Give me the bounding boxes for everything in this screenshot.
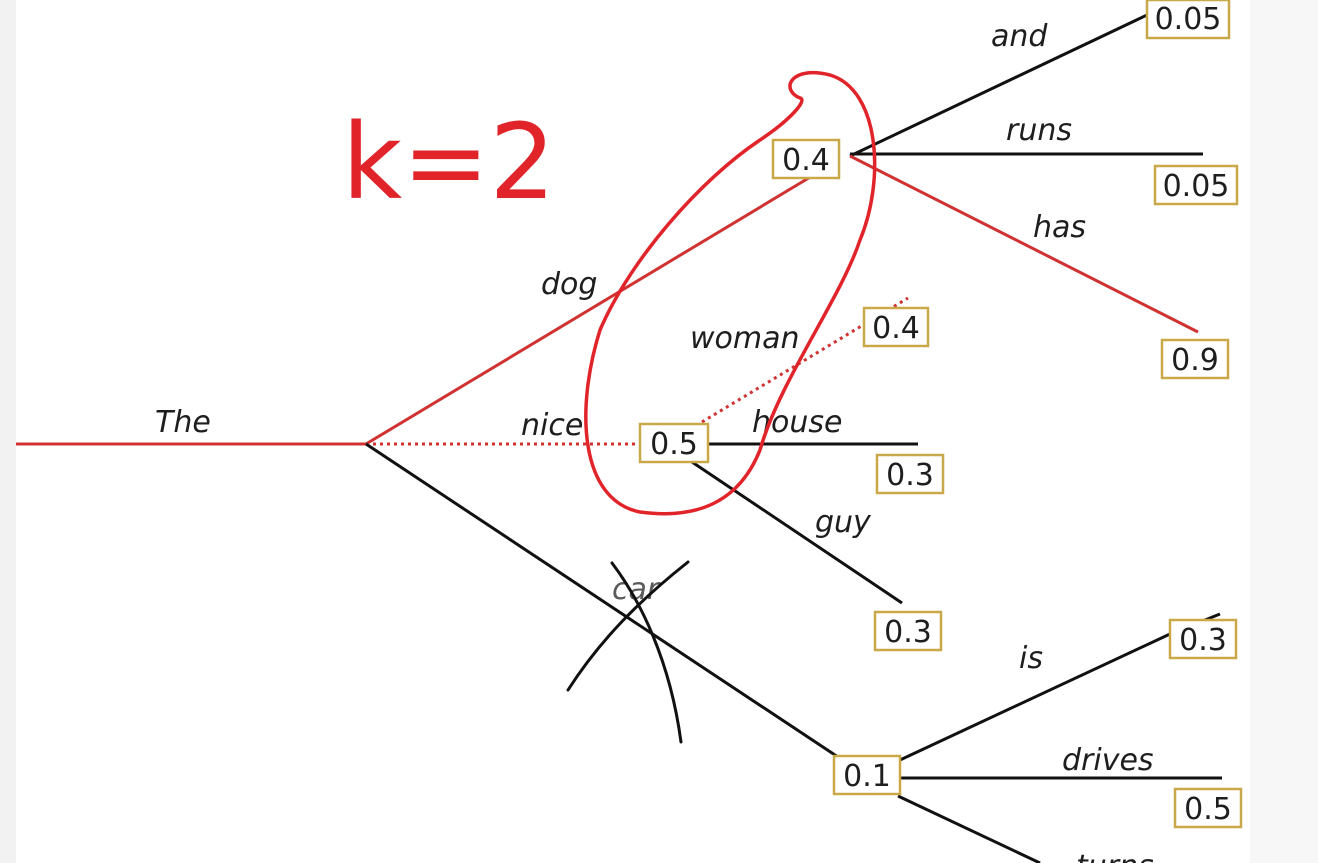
word-runs: runs: [1006, 113, 1072, 148]
word-drives: drives: [1062, 743, 1154, 778]
prob-box-dog-and: 0.05: [1145, 0, 1231, 40]
edge-nice-guy: [691, 460, 903, 605]
edge-dog-has: [849, 154, 1199, 334]
prob-box-nice-guy: 0.3: [873, 610, 943, 652]
prob-box-nice-house: 0.3: [875, 453, 945, 495]
cross-stroke-2: [610, 561, 683, 744]
prob-box-dog-has: 0.9: [1160, 338, 1230, 380]
word-nice: nice: [521, 408, 583, 443]
pruned-cross-mark: [566, 560, 690, 744]
edge-the-car: [365, 442, 839, 759]
prob-nice-guy: 0.3: [884, 615, 932, 650]
left-margin: [0, 0, 16, 863]
prob-dog-has: 0.9: [1171, 343, 1219, 378]
word-turns: turns: [1076, 849, 1154, 863]
word-has: has: [1033, 210, 1086, 245]
prob-nice: 0.5: [650, 427, 698, 462]
prob-box-dog: 0.4: [771, 138, 841, 180]
word-the: The: [155, 405, 211, 440]
word-woman: woman: [690, 321, 800, 356]
prob-dog-runs: 0.05: [1163, 169, 1230, 204]
right-margin: [1250, 0, 1318, 863]
prob-nice-house: 0.3: [886, 458, 934, 493]
prob-box-car-drives: 0.5: [1173, 787, 1243, 829]
prob-car-is: 0.3: [1179, 623, 1227, 658]
prob-box-dog-runs: 0.05: [1153, 164, 1239, 206]
edge-the-dog: [365, 174, 813, 446]
prob-box-nice-woman: 0.4: [862, 306, 930, 348]
cross-stroke-1: [566, 560, 690, 692]
word-is: is: [1019, 641, 1043, 676]
edge-car-is: [899, 632, 1171, 762]
edge-dog-and: [849, 13, 1148, 158]
word-dog: dog: [541, 267, 597, 302]
word-guy: guy: [815, 505, 872, 540]
prob-box-car-is: 0.3: [1168, 618, 1238, 660]
word-and: and: [991, 19, 1048, 54]
beam-selection-circle: [584, 71, 877, 516]
prob-box-car: 0.1: [832, 754, 902, 796]
prob-box-nice: 0.5: [638, 422, 710, 464]
word-house: house: [752, 405, 842, 440]
prob-dog: 0.4: [782, 143, 830, 178]
prob-dog-and: 0.05: [1155, 2, 1222, 37]
prob-nice-woman: 0.4: [872, 311, 920, 346]
prob-car: 0.1: [843, 759, 891, 794]
k-equals-2-annotation: k=2: [342, 101, 556, 223]
edge-nice-woman: [701, 296, 909, 424]
edge-car-turns: [897, 794, 1041, 863]
prob-car-drives: 0.5: [1184, 792, 1232, 827]
